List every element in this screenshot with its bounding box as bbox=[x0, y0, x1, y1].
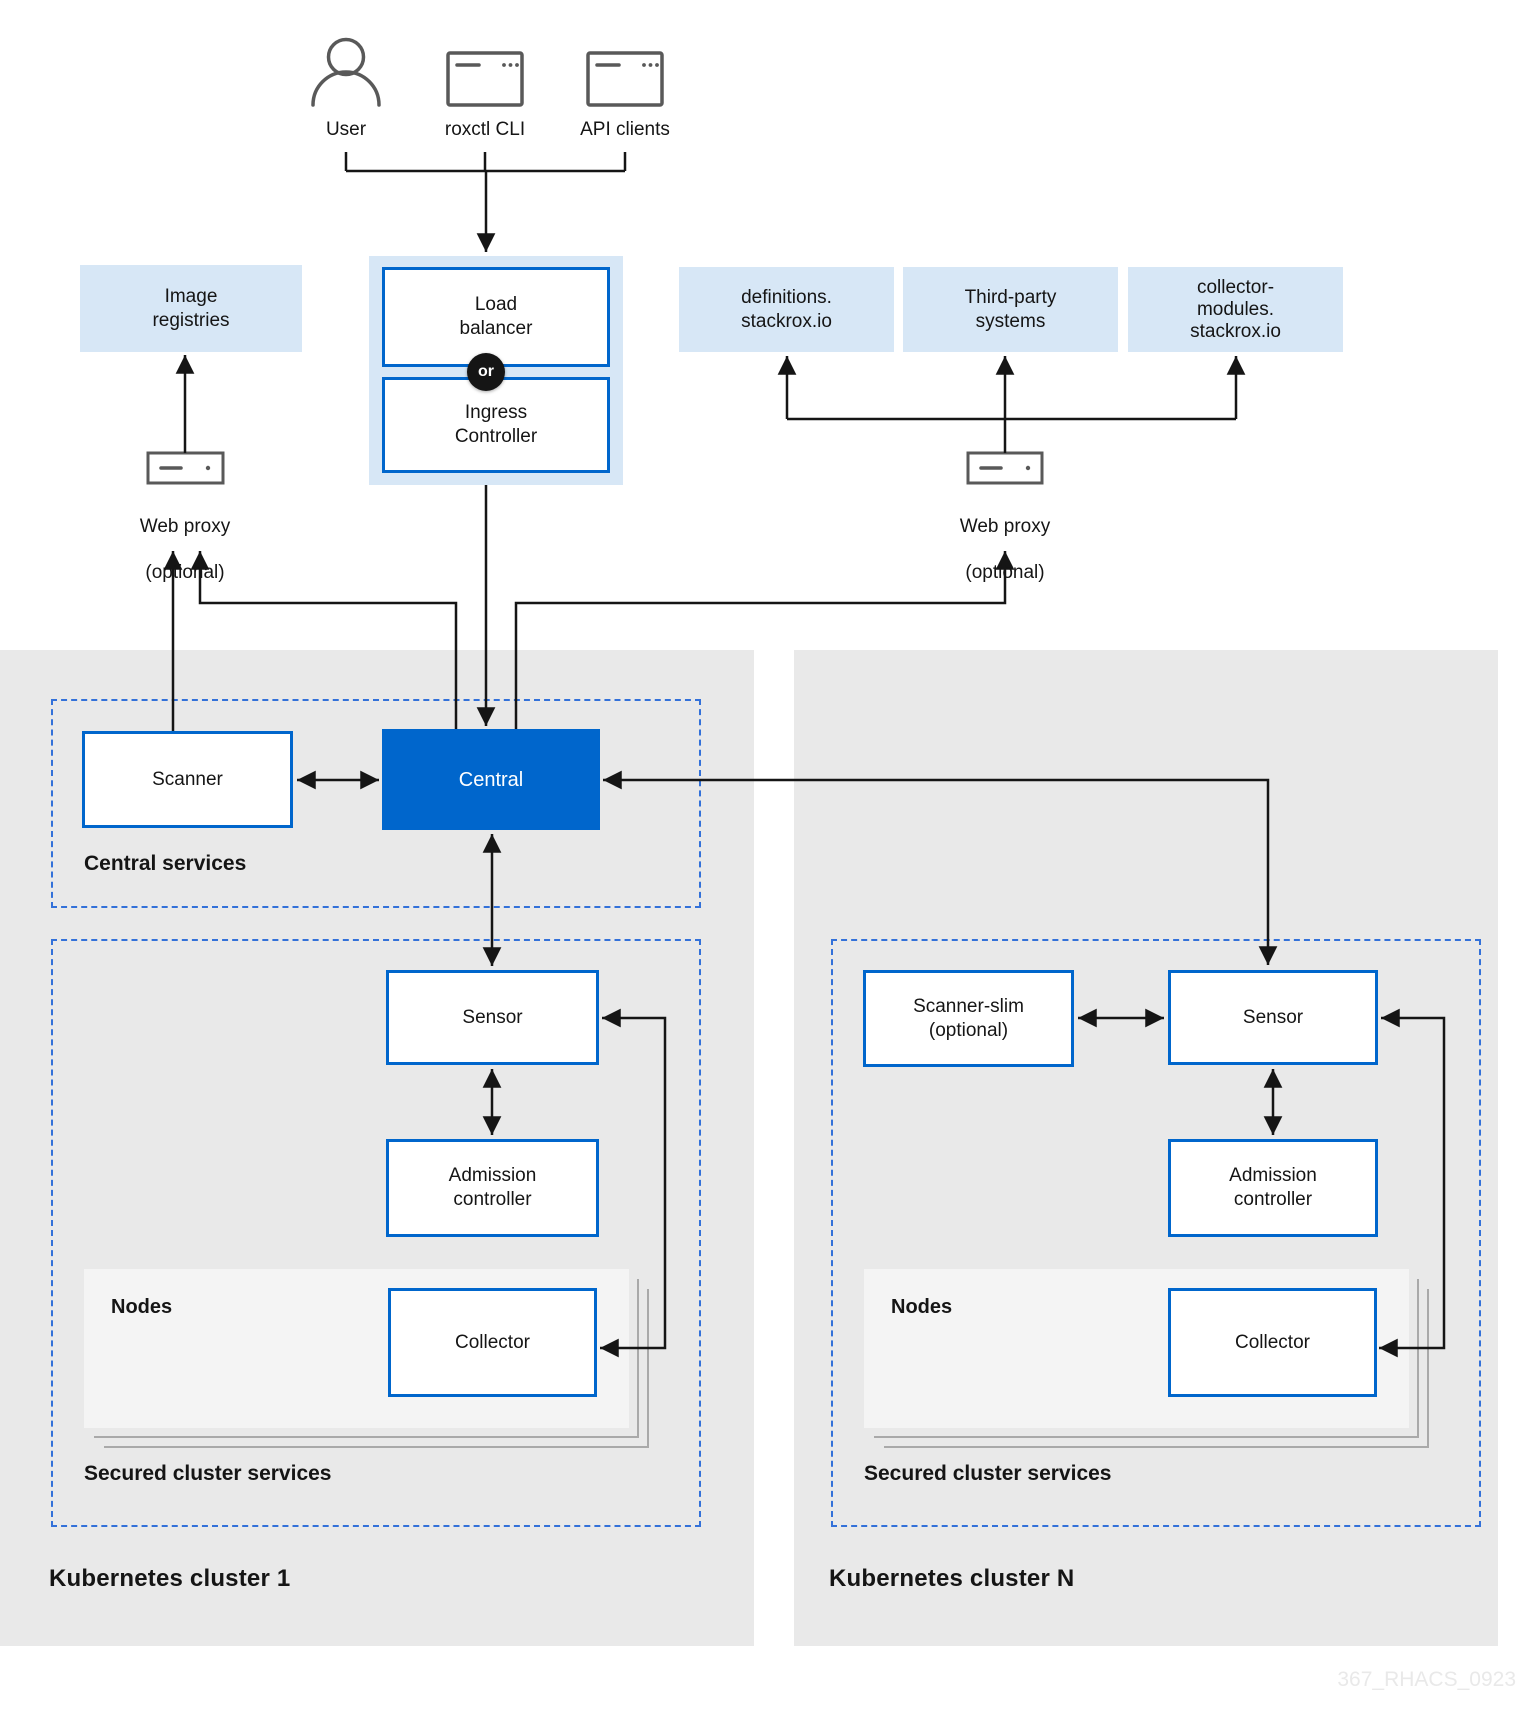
web-proxy-left-title: Web proxy bbox=[139, 516, 231, 537]
sensor-box-cluster1: Sensor bbox=[386, 970, 599, 1065]
definitions-stackrox-box: definitions. stackrox.io bbox=[679, 267, 894, 352]
cluster1-title: Kubernetes cluster 1 bbox=[49, 1565, 291, 1592]
nodes-label-clusterN: Nodes bbox=[891, 1296, 953, 1318]
sensor-box-clusterN: Sensor bbox=[1168, 970, 1378, 1065]
central-box: Central bbox=[382, 729, 600, 830]
ingress-controller-box: Ingress Controller bbox=[382, 377, 610, 473]
web-proxy-right-title: Web proxy bbox=[959, 516, 1051, 537]
web-proxy-right-label: Web proxy (optional) bbox=[925, 492, 1085, 584]
roxctl-cli-label: roxctl CLI bbox=[444, 119, 526, 140]
api-clients-icon bbox=[586, 51, 664, 107]
or-badge: or bbox=[467, 353, 505, 391]
secured-cluster-services-boundary-1 bbox=[51, 939, 701, 1527]
web-proxy-right-icon bbox=[966, 451, 1044, 485]
user-icon bbox=[311, 37, 381, 107]
connectors bbox=[163, 152, 1446, 1358]
web-proxy-left-label: Web proxy (optional) bbox=[105, 492, 265, 584]
web-proxy-left-optional: (optional) bbox=[145, 562, 225, 583]
secured-cluster-services-label-n: Secured cluster services bbox=[864, 1462, 1112, 1485]
collector-box-cluster1: Collector bbox=[388, 1288, 597, 1397]
nodes-stack-sheet bbox=[94, 1279, 639, 1438]
scanner-box: Scanner bbox=[82, 731, 293, 828]
web-proxy-left-icon bbox=[146, 451, 225, 485]
nodes-label-cluster1: Nodes bbox=[111, 1296, 173, 1318]
collector-modules-box: collector- modules. stackrox.io bbox=[1128, 267, 1343, 352]
collector-box-clusterN: Collector bbox=[1168, 1288, 1377, 1397]
roxctl-cli-icon bbox=[446, 51, 524, 107]
admission-controller-box-cluster1: Admission controller bbox=[386, 1139, 599, 1237]
secured-cluster-services-label-1: Secured cluster services bbox=[84, 1462, 332, 1485]
nodes-stack-sheet bbox=[104, 1289, 649, 1448]
load-balancer-box: Load balancer bbox=[382, 267, 610, 367]
watermark: 367_RHACS_0923 bbox=[1337, 1668, 1516, 1691]
clusterN-title: Kubernetes cluster N bbox=[829, 1565, 1075, 1592]
admission-controller-box-clusterN: Admission controller bbox=[1168, 1139, 1378, 1237]
api-clients-label: API clients bbox=[580, 119, 670, 140]
user-label: User bbox=[325, 119, 367, 140]
third-party-systems-box: Third-party systems bbox=[903, 267, 1118, 352]
nodes-stack-sheet bbox=[884, 1289, 1429, 1448]
web-proxy-right-optional: (optional) bbox=[965, 562, 1045, 583]
scanner-slim-box: Scanner-slim (optional) bbox=[863, 970, 1074, 1067]
nodes-stack-sheet bbox=[874, 1279, 1419, 1438]
central-services-label: Central services bbox=[84, 852, 247, 875]
image-registries-box: Image registries bbox=[80, 265, 302, 352]
